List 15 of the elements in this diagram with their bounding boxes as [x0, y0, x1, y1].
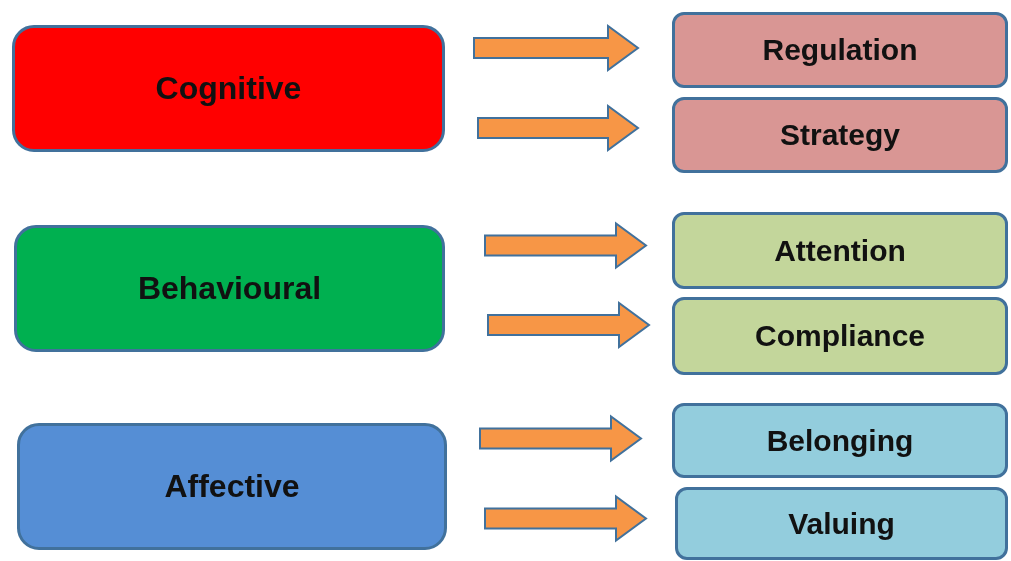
- category-box: Cognitive: [12, 25, 445, 152]
- block-arrow: [479, 414, 643, 463]
- outcome-box: Regulation: [672, 12, 1008, 88]
- category-box: Behavioural: [14, 225, 445, 352]
- block-arrow: [477, 104, 640, 152]
- block-arrow: [484, 221, 648, 270]
- block-arrow: [487, 301, 651, 349]
- outcome-box: Belonging: [672, 403, 1008, 478]
- block-arrow: [484, 494, 648, 543]
- block-arrow: [473, 24, 640, 72]
- outcome-box: Valuing: [675, 487, 1008, 560]
- category-box: Affective: [17, 423, 447, 550]
- outcome-box: Strategy: [672, 97, 1008, 173]
- outcome-box: Compliance: [672, 297, 1008, 375]
- outcome-box: Attention: [672, 212, 1008, 289]
